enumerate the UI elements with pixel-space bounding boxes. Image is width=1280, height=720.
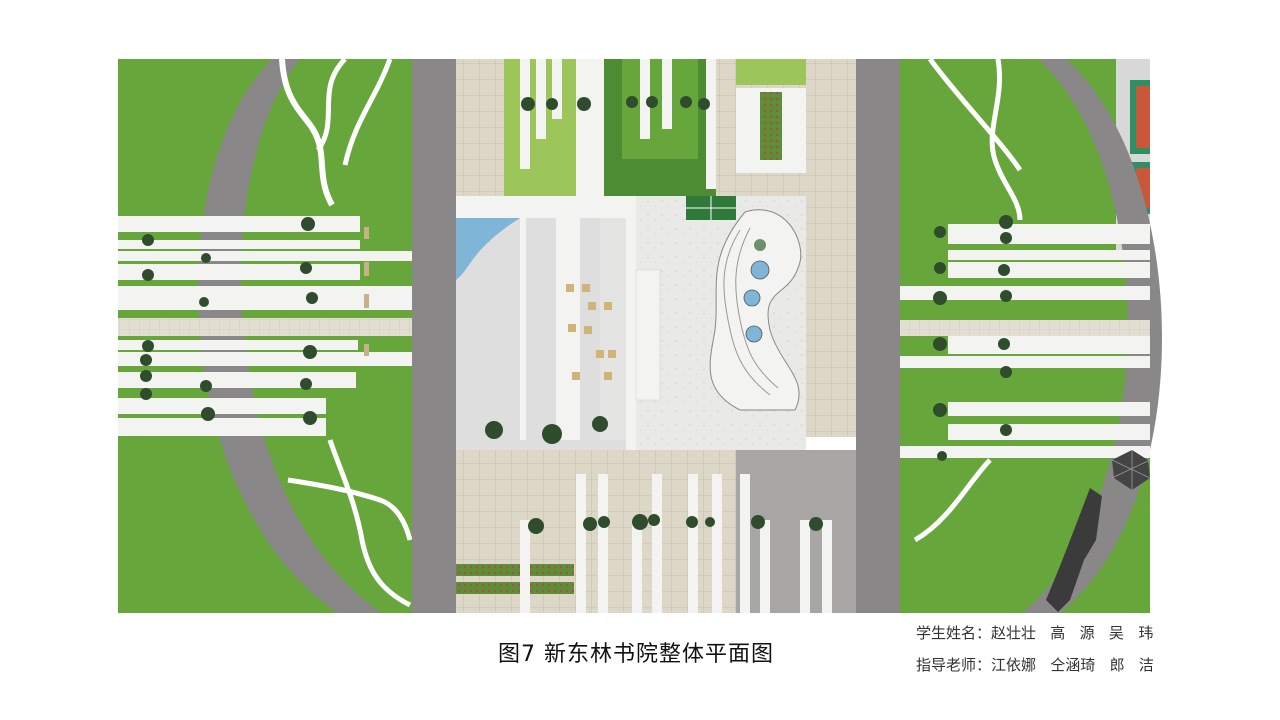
- right-lawn: [900, 57, 1163, 613]
- trees: [140, 96, 1013, 534]
- advisors-credit: 指导老师：江依娜 仝涵琦 郎 洁: [916, 656, 1154, 674]
- reading-tables: [566, 284, 616, 380]
- left-road: [412, 59, 456, 613]
- students-credit: 学生姓名：赵壮壮 高 源 吴 玮: [916, 624, 1154, 642]
- right-road: [856, 59, 900, 613]
- left-lawn: [118, 57, 413, 613]
- figure-caption: 图7 新东林书院整体平面图: [498, 642, 774, 667]
- central-courtyard: [456, 59, 856, 613]
